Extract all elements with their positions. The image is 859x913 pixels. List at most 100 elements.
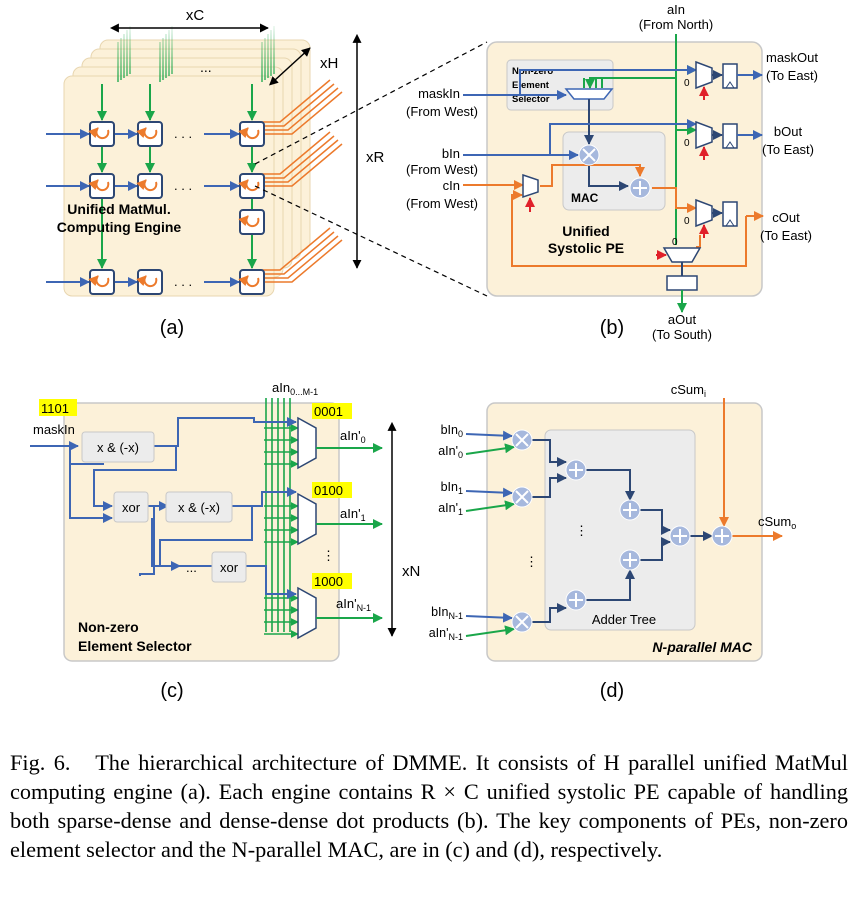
caption-a: (a) [160, 317, 184, 339]
pe-cell [239, 269, 265, 295]
aout-label: aOut [668, 312, 697, 327]
vdots: ⋮ [525, 554, 538, 569]
pe-cell [137, 121, 163, 147]
pe-cell [239, 173, 265, 199]
aout-sub: (To South) [652, 327, 712, 342]
ain-top-sub: (From North) [639, 17, 713, 32]
bin-sub: (From West) [406, 162, 478, 177]
nz-label: Selector [512, 94, 550, 105]
a-input-wire [465, 500, 515, 512]
pe-cycle-icon [238, 215, 260, 228]
multiply-icon [515, 433, 529, 447]
pe-cycle-icon [88, 275, 110, 288]
selector-mux [297, 416, 317, 470]
b-input-wire [465, 487, 513, 498]
output-muxes: 000 [684, 60, 763, 238]
ellipsis: ... [186, 560, 197, 575]
plus-icon [673, 529, 687, 543]
multiply-icon [515, 490, 529, 504]
plus-icon [623, 553, 637, 567]
output-mux [695, 120, 713, 150]
csum-in-label: cSumi [671, 382, 706, 399]
xor-label: xor [122, 500, 141, 515]
caption-text: The hierarchical architecture of DMME. I… [10, 750, 848, 862]
pe-cycle-icon [88, 127, 110, 140]
zero-label: 0 [684, 216, 690, 227]
ellipsis: ... [200, 59, 212, 75]
cin-sub: (From West) [406, 196, 478, 211]
maskout-label: maskOut [766, 50, 818, 65]
plus-icon [715, 529, 729, 543]
pe-cell [89, 269, 115, 295]
and-neg-label: x & (-x) [178, 500, 220, 515]
architecture-figure: xC xH xR ... . . .. . .. . .⋮ Unified Ma… [30, 2, 818, 702]
zero-label: 0 [684, 138, 690, 149]
pe-label: Unified [562, 223, 609, 239]
panel-c: 1101 maskIn aIn0...M-1 x & (-x) xor x & … [30, 380, 420, 702]
output-register [722, 201, 738, 227]
dim-n-label: xN [402, 563, 420, 580]
tree-wire [532, 473, 567, 498]
and-neg-op [165, 491, 233, 523]
zero-label: 0 [672, 237, 678, 248]
pe-label: Systolic PE [548, 240, 624, 256]
input-bundles [117, 26, 275, 82]
selector-box [63, 402, 340, 662]
maskout-sub: (To East) [766, 68, 818, 83]
a-input-wire [465, 443, 515, 455]
tree-wire [586, 469, 635, 501]
selector-title: Element Selector [78, 638, 192, 654]
clock-mark [725, 219, 735, 227]
out-value: 0100 [314, 483, 343, 498]
out-value: 0001 [314, 404, 343, 419]
tree-wire [640, 509, 671, 535]
panel-a: xC xH xR ... . . .. . .. . .⋮ Unified Ma… [46, 7, 385, 339]
zoom-line [254, 41, 488, 165]
dim-h-label: xH [320, 55, 338, 72]
pe-cycle-icon [136, 179, 158, 192]
cout-sub: (To East) [760, 228, 812, 243]
pe-cycle-icon [88, 179, 110, 192]
vdots: ⋮ [322, 548, 335, 563]
plus-icon [569, 463, 583, 477]
pe-cycle-icon [136, 275, 158, 288]
b-input-label: bIn1 [441, 480, 463, 496]
pe-cycle-icon [238, 179, 260, 192]
selector-mux [564, 88, 614, 100]
maskin-label: maskIn [33, 422, 75, 437]
bin-label: bIn [442, 146, 460, 161]
tree-wire [532, 603, 567, 623]
out-label: aIn'0 [340, 428, 366, 445]
ain-top: aIn0...M-1 [272, 380, 318, 397]
pe-cycle-icon [238, 275, 260, 288]
adder-tree-box [544, 429, 696, 631]
and-neg-op [81, 431, 155, 463]
pe-cycle-icon [136, 127, 158, 140]
engine-label: Unified MatMul. [67, 201, 170, 217]
nz-label: Non-zero [512, 66, 553, 77]
pe-cell [89, 173, 115, 199]
adder-tree-label: Adder Tree [592, 612, 656, 627]
b-input-wire [465, 612, 513, 623]
dim-c-label: xC [186, 7, 205, 24]
b-input-wire [465, 430, 513, 441]
engine-label: Computing Engine [57, 219, 182, 235]
maskin-label: maskIn [418, 86, 460, 101]
a-input-label: aIn'0 [438, 444, 463, 460]
a-input-label: aIn'N-1 [429, 626, 463, 642]
out-highlight [312, 403, 352, 419]
out-label: aIn'N-1 [336, 596, 371, 613]
aout-mux [662, 247, 702, 263]
output-mux [695, 198, 713, 228]
figure-caption: Fig. 6. The hierarchical architecture of… [10, 748, 848, 864]
b-input-label: bInN-1 [431, 605, 463, 621]
out-value: 1000 [314, 574, 343, 589]
pe-cell [89, 121, 115, 147]
pe-cell [137, 269, 163, 295]
b-input-label: bIn0 [441, 423, 463, 439]
output-bundles [245, 79, 343, 283]
vdots: ⋮ [575, 523, 588, 538]
xor-label: xor [220, 560, 239, 575]
bout-sub: (To East) [762, 142, 814, 157]
a-input-label: aIn'1 [438, 501, 463, 517]
